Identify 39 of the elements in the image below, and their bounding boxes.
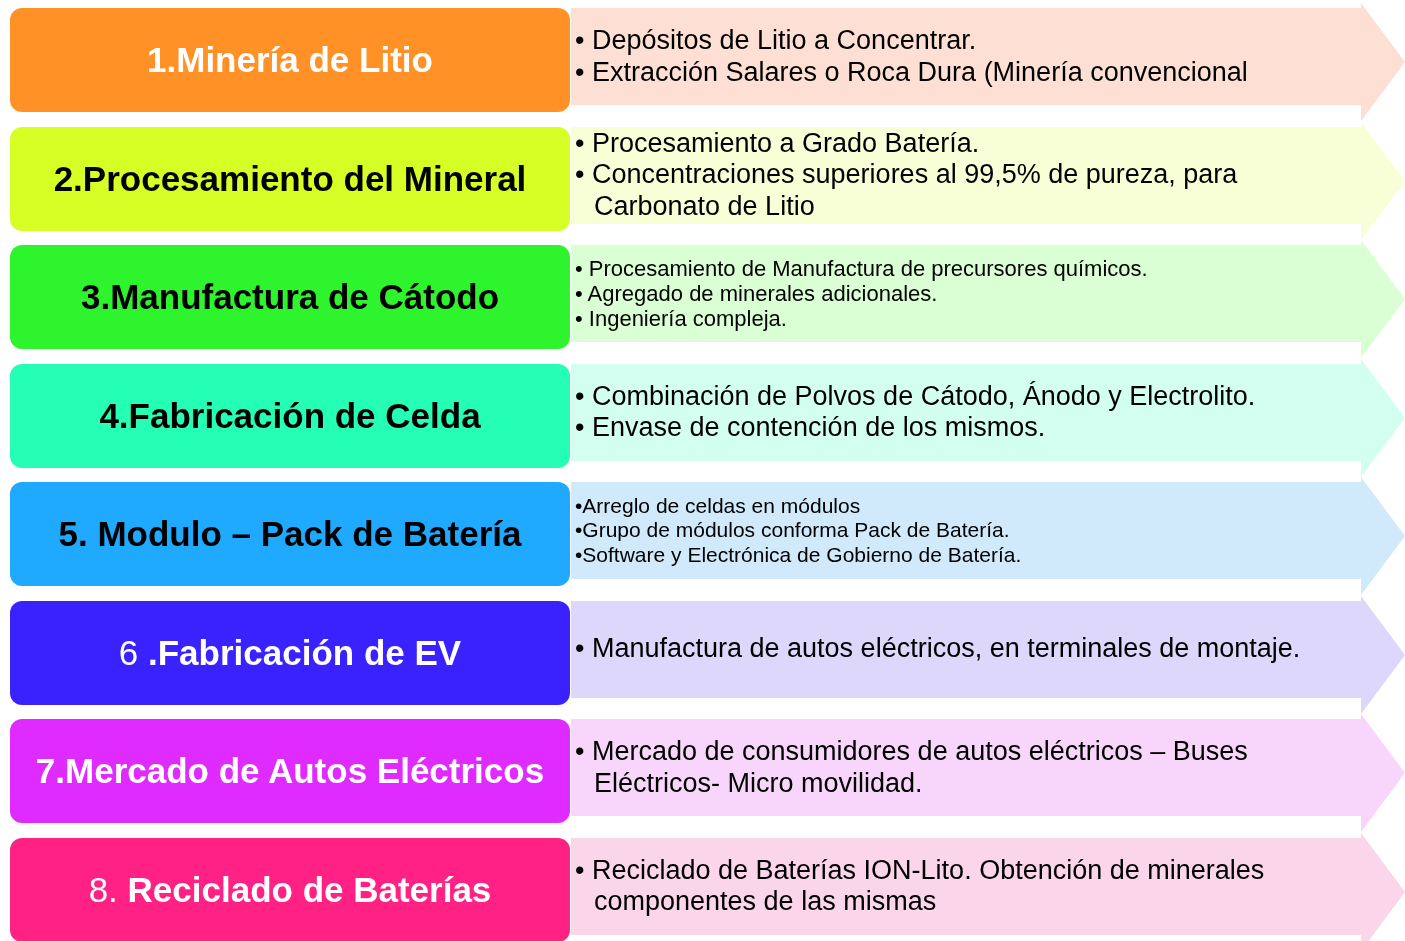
arrow-shape	[571, 477, 1405, 595]
arrow-shape	[571, 240, 1405, 358]
stage-box	[10, 245, 570, 349]
stage-box	[10, 363, 570, 468]
arrow-shape	[571, 595, 1405, 714]
bullet-text: •Software y Electrónica de Gobierno de Batería.	[575, 542, 1023, 567]
bullet-text: •Grupo de módulos conforma Pack de Batería.	[575, 518, 1011, 543]
stage-title: 3.Manufactura de Cátodo	[79, 277, 501, 317]
stage-box	[10, 482, 570, 586]
stage-box	[10, 126, 570, 231]
bullet-text: • Agregado de minerales adicionales.	[575, 280, 938, 307]
stage-box	[10, 719, 570, 823]
stage-title: 6 .Fabricación de EV	[117, 632, 463, 673]
stage-box	[10, 8, 570, 112]
bullet-text: • Mercado de consumidores de autos eléctricos – Buses Eléctricos- Micro movilidad.	[575, 736, 1249, 799]
bullet-text: •Arreglo de celdas en módulos	[575, 494, 862, 519]
stage-title: 2.Procesamiento del Mineral	[52, 158, 528, 199]
stage-box	[10, 837, 570, 941]
arrow-shape	[571, 714, 1405, 832]
bullet-text: • Extracción Salares o Roca Dura (Minería convencional	[575, 56, 1249, 88]
bullet-text: • Reciclado de Baterías ION-Lito. Obtención de minerales componentes de las mismas	[575, 854, 1266, 918]
stage-title: 7.Mercado de Autos Eléctricos	[34, 751, 546, 791]
bullet-text: • Procesamiento de Manufactura de precursores químicos.	[575, 255, 1149, 281]
stage-title: 1.Minería de Litio	[146, 40, 434, 80]
bullet-text: • Envase de contención de los mismos.	[575, 412, 1047, 444]
bullet-text: • Procesamiento a Grado Batería.	[575, 128, 981, 160]
bullet-text: • Manufactura de autos eléctricos, en terminales de montaje.	[575, 633, 1302, 665]
bullet-text: • Concentraciones superiores al 99,5% de pureza, para Carbonato de Litio	[575, 159, 1239, 222]
arrow-shape	[571, 832, 1405, 941]
stage-title: 8. Reciclado de Baterías	[87, 869, 493, 910]
stage-title: 5. Modulo – Pack de Batería	[57, 514, 523, 554]
arrow-shape	[571, 3, 1405, 121]
stage-box	[10, 600, 570, 705]
stage-title: 4.Fabricación de Celda	[98, 395, 482, 436]
bullet-text: • Ingeniería compleja.	[575, 306, 788, 332]
arrow-shape	[571, 358, 1405, 477]
arrow-shape	[571, 121, 1405, 240]
bullet-text: • Depósitos de Litio a Concentrar.	[575, 25, 978, 57]
bullet-text: • Combinación de Polvos de Cátodo, Ánodo y Electrolito.	[575, 380, 1257, 412]
